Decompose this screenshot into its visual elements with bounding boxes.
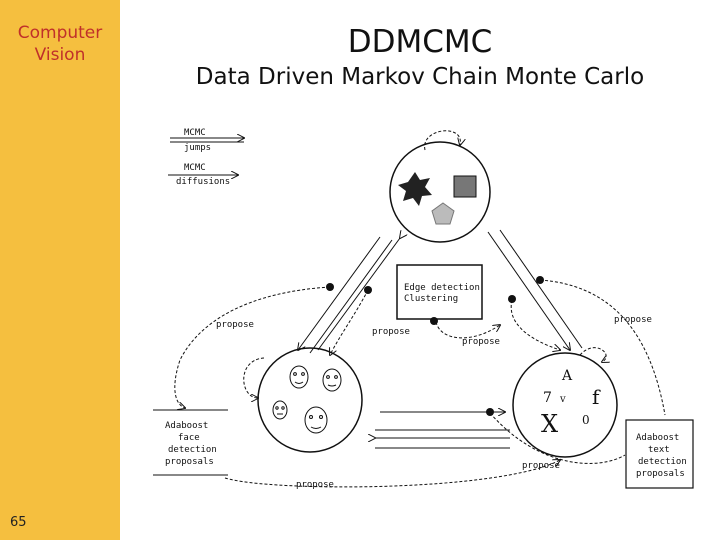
right-box-line2: text xyxy=(648,445,670,455)
right-box-line4: proposals xyxy=(636,469,685,479)
faces-node xyxy=(243,347,363,453)
propose-label-center-left: propose xyxy=(372,327,410,337)
right-box-line3: detection xyxy=(638,457,687,467)
text-symbol-2: 7 xyxy=(543,390,552,406)
left-box-line1: Adaboost xyxy=(165,421,208,431)
text-symbol-1: A xyxy=(561,368,573,384)
generic-regions-node xyxy=(389,130,491,243)
legend-diffusion-sub: diffusions xyxy=(176,177,230,187)
left-box-line2: face xyxy=(178,433,200,443)
text-node: A 7 v f X 0 xyxy=(512,347,618,458)
propose-label-right: propose xyxy=(614,315,652,325)
slide-title: DDMCMC xyxy=(347,24,493,60)
legend: MCMC jumps MCMC diffusions xyxy=(168,128,244,187)
page-number: 65 xyxy=(10,515,27,530)
proposal-curves xyxy=(174,279,666,488)
propose-label-center-right: propose xyxy=(462,337,500,347)
legend-jump-sub: jumps xyxy=(184,143,211,153)
text-symbol-4: f xyxy=(592,385,601,409)
propose-label-left: propose xyxy=(216,320,254,330)
square-shape xyxy=(453,175,477,198)
text-symbol-6: 0 xyxy=(582,413,590,427)
propose-label-bottom: propose xyxy=(296,480,334,490)
course-title-line2: Vision xyxy=(34,45,86,65)
left-box-line4: proposals xyxy=(165,457,214,467)
course-title: Computer Vision xyxy=(0,22,120,66)
text-symbol-3: v xyxy=(559,394,566,405)
legend-diffusion-label: MCMC xyxy=(184,163,206,173)
left-box-line3: detection xyxy=(168,445,217,455)
center-box-line2: Clustering xyxy=(404,294,458,304)
sidebar xyxy=(0,0,120,540)
center-box-line1: Edge detection xyxy=(404,283,480,293)
connection-dots xyxy=(326,276,544,416)
right-box-line1: Adaboost xyxy=(636,433,679,443)
text-proposals-box: Adaboost text detection proposals xyxy=(625,419,694,489)
face-icon xyxy=(272,365,342,434)
edge-clustering-box: Edge detection Clustering xyxy=(396,264,483,320)
text-symbol-5: X xyxy=(541,410,558,438)
legend-jump-label: MCMC xyxy=(184,128,206,138)
face-proposals-box: Adaboost face detection proposals xyxy=(153,409,228,476)
course-title-line1: Computer xyxy=(17,23,103,43)
jump-arrows xyxy=(298,229,583,449)
propose-label-bottom-right: propose xyxy=(522,461,560,471)
star-shape xyxy=(398,172,432,206)
pentagon-shape xyxy=(431,202,455,225)
slide-subtitle: Data Driven Markov Chain Monte Carlo xyxy=(195,64,645,90)
